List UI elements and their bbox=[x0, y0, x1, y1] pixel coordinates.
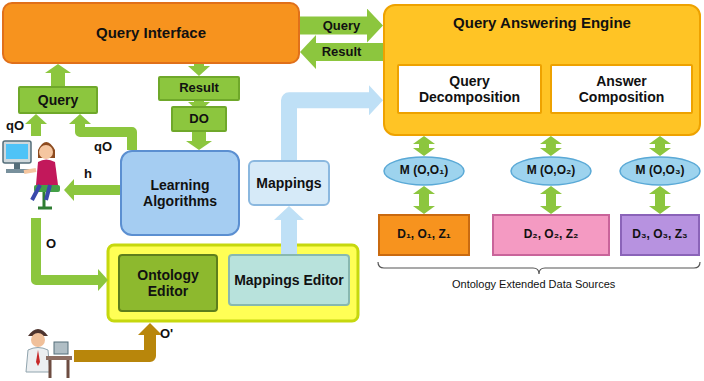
process-box: Answer Composition bbox=[550, 64, 693, 114]
flow-arrow bbox=[655, 194, 665, 206]
flow-arrow bbox=[546, 194, 556, 206]
node-text: D₁, O₁, Z₁ bbox=[393, 228, 455, 242]
mappings-box: Mappings bbox=[248, 160, 330, 206]
node-text: Result bbox=[175, 81, 223, 96]
ontology-arrow bbox=[36, 218, 98, 280]
interface-box: Query Interface bbox=[2, 2, 300, 64]
query-arrow-box: Query bbox=[18, 86, 98, 114]
node-text: D₃, O₃, Z₃ bbox=[628, 228, 691, 242]
flow-arrow bbox=[419, 144, 429, 148]
user-to-query-arrow bbox=[31, 124, 41, 136]
node-text: Learning Algorithms bbox=[122, 177, 238, 209]
mapping-ellipse: M (O,O₂) bbox=[510, 156, 592, 186]
editor-figure bbox=[26, 329, 72, 378]
ontology-prime-arrow bbox=[74, 335, 150, 356]
flow-arrow bbox=[300, 17, 367, 35]
node-text: Query bbox=[34, 92, 82, 108]
data-source-box: D₂, O₂, Z₂ bbox=[492, 214, 610, 256]
node-text: DO bbox=[185, 112, 213, 127]
ontology-label: O bbox=[46, 236, 56, 252]
editor-box: Mappings Editor bbox=[228, 254, 350, 306]
query-label: qO bbox=[6, 118, 24, 134]
engine-box: Query Answering EngineQuery Decompositio… bbox=[383, 4, 701, 136]
flow-arrow bbox=[289, 100, 369, 160]
node-text: Mappings bbox=[252, 175, 325, 191]
editor-box: Ontology Editor bbox=[118, 254, 218, 312]
node-text: Mappings Editor bbox=[230, 272, 348, 288]
hypothesis-label: h bbox=[84, 166, 92, 182]
flow-arrow bbox=[316, 43, 383, 61]
learning-box: Learning Algorithms bbox=[120, 150, 240, 236]
node-text: Answer Composition bbox=[552, 73, 691, 105]
flow-arrow bbox=[281, 220, 297, 254]
data-source-box: D₃, O₃, Z₃ bbox=[620, 214, 700, 256]
node-text: Query Answering Engine bbox=[449, 14, 635, 31]
flow-arrow bbox=[192, 132, 206, 141]
node-text: M (O,O₁) bbox=[396, 164, 452, 178]
data-source-bracket bbox=[378, 262, 700, 274]
edge-label: Query bbox=[321, 18, 363, 34]
mapping-ellipse: M (O,O₁) bbox=[383, 156, 465, 186]
editor-frame bbox=[108, 245, 358, 321]
edge-label: qO bbox=[92, 139, 114, 155]
node-text: D₂, O₂, Z₂ bbox=[520, 228, 583, 242]
group-label: Ontology Extended Data Sources bbox=[452, 276, 615, 292]
flow-arrow bbox=[194, 64, 204, 66]
node-text: M (O,O₃) bbox=[632, 164, 689, 178]
node-text: Ontology Editor bbox=[120, 267, 216, 299]
hypothesis-arrow bbox=[74, 185, 120, 195]
flow-arrow bbox=[546, 144, 556, 148]
node-text: Query Decomposition bbox=[399, 73, 540, 105]
ontology-label: O' bbox=[160, 326, 173, 342]
node-text: Query Interface bbox=[92, 24, 210, 41]
flow-arrow bbox=[419, 194, 429, 206]
node-text: M (O,O₂) bbox=[523, 164, 580, 178]
flow-arrow bbox=[51, 73, 65, 86]
process-box: Query Decomposition bbox=[397, 64, 542, 114]
data-source-box: D₁, O₁, Z₁ bbox=[378, 214, 470, 256]
mapping-ellipse: M (O,O₃) bbox=[619, 156, 701, 186]
data-arrow-box: DO bbox=[171, 106, 227, 132]
user-figure bbox=[3, 141, 60, 208]
flow-arrow bbox=[194, 101, 204, 102]
edge-label: Result bbox=[320, 44, 364, 60]
flow-arrow bbox=[655, 144, 665, 148]
result-arrow-box: Result bbox=[158, 76, 240, 101]
